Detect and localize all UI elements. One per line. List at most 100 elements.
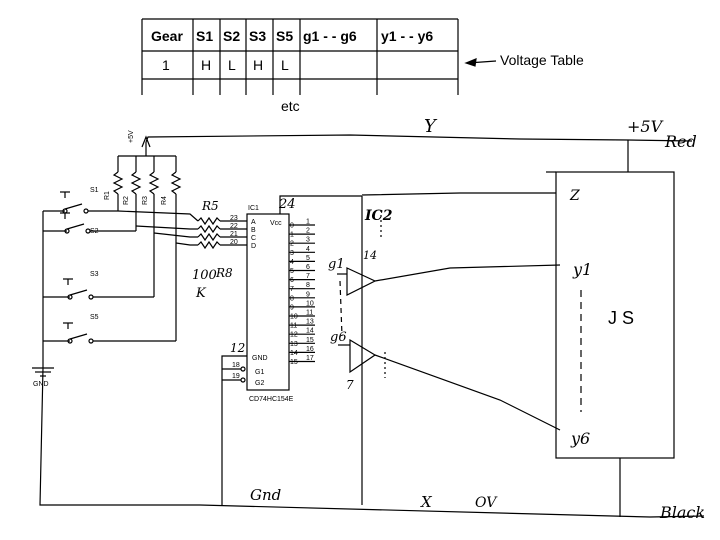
ic1-output-pin-4: 4 <box>306 246 310 253</box>
voltage-table-label: Voltage Table <box>500 52 584 68</box>
red-wire-label: Red <box>664 132 697 151</box>
ic-g2-pin-label: G2 <box>255 380 264 387</box>
ic2-pin-14: 14 <box>363 249 377 262</box>
table-header-s1: S1 <box>196 28 213 44</box>
table-header-s5: S5 <box>276 28 293 44</box>
black-wire-label: Black <box>659 503 705 522</box>
ic1-output-pin-10: 10 <box>306 300 314 307</box>
switch-s1-label: S1 <box>90 187 99 194</box>
ic-input-pin-20: 20 <box>230 239 238 246</box>
ic-input-pin-23: 23 <box>230 215 238 222</box>
ic-input-c: C <box>251 235 256 242</box>
table-header-s3: S3 <box>249 28 266 44</box>
r2-label: R2 <box>123 196 130 205</box>
js-label: J S <box>608 308 634 328</box>
ic1-output-pin-15: 15 <box>306 337 314 344</box>
ic1-pin-18: 18 <box>232 362 240 369</box>
table-header-gear: Gear <box>151 28 183 44</box>
js-connector <box>361 171 675 517</box>
ic1-vcc-feed <box>279 195 362 214</box>
table-etc: etc <box>281 98 300 114</box>
ic-input-lines <box>117 210 247 250</box>
ic-input-a: A <box>251 219 256 226</box>
ic1-output-pin-16: 16 <box>306 346 314 353</box>
table-header-y: y1 - - y6 <box>381 28 433 44</box>
ic1-output-pin-5: 5 <box>306 255 310 262</box>
ic1-output-label-0: 0 <box>290 223 294 230</box>
g6-label: g6 <box>330 330 347 345</box>
x-wire-label: X <box>420 493 433 511</box>
ic1-output-label-6: 6 <box>290 277 294 284</box>
r8-label: R8 <box>215 266 233 280</box>
gnd-label: Gnd <box>250 486 281 504</box>
ic1-outputs: 0112233445566778899101011111312141315141… <box>289 219 315 366</box>
ic1-output-pin-17: 17 <box>306 355 314 362</box>
plus5v-label: +5V <box>627 117 664 136</box>
table-cell-s2: L <box>228 57 236 73</box>
r5-label: R5 <box>201 199 219 213</box>
ic1-output-label-11: 11 <box>290 323 297 330</box>
ic1-ground-enable <box>221 355 247 505</box>
ic1-output-label-3: 3 <box>290 250 294 257</box>
ic-input-pin-22: 22 <box>230 223 238 230</box>
ic1-output-pin-7: 7 <box>306 273 310 280</box>
buffer-6 <box>349 338 377 374</box>
ic2 <box>337 196 561 505</box>
table-header-g: g1 - - g6 <box>303 28 357 44</box>
table-cell-s3: H <box>253 57 263 73</box>
switch-s3-label: S3 <box>90 271 99 278</box>
y-rail <box>141 134 693 172</box>
ic1-output-label-5: 5 <box>290 268 294 275</box>
ic1-output-pin-14: 14 <box>306 328 314 335</box>
g1-label: g1 <box>328 257 345 272</box>
switch-s2 <box>60 212 136 234</box>
ic1-output-label-15: 15 <box>290 359 298 366</box>
ic1-body <box>246 213 290 391</box>
switch-s5 <box>63 322 176 344</box>
ic2-label: IC2 <box>364 208 393 224</box>
ic1-output-pin-9: 9 <box>306 291 310 298</box>
voltage-table-pointer <box>464 58 497 67</box>
ic1-output-label-8: 8 <box>290 295 294 302</box>
resistor-value-k: K <box>195 286 207 301</box>
r3-label: R3 <box>142 196 149 205</box>
ic1-output-pin-1: 1 <box>306 219 310 226</box>
y-rail-label: Y <box>424 116 438 137</box>
ic1-output-pin-8: 8 <box>306 282 310 289</box>
ic1-pin-24: 24 <box>278 197 296 212</box>
ic1-output-label-14: 14 <box>290 350 298 357</box>
ic1-output-pin-3: 3 <box>306 237 310 244</box>
ic-input-d: D <box>251 243 256 250</box>
ic1-output-pin-13: 13 <box>306 319 314 326</box>
table-cell-gear: 1 <box>162 57 170 73</box>
ic1-output-label-7: 7 <box>290 286 294 293</box>
ic1-output-label-4: 4 <box>290 259 294 266</box>
ic1-pin-19: 19 <box>232 373 240 380</box>
gnd-left-label: GND <box>33 381 49 388</box>
table-cell-s1: H <box>201 57 211 73</box>
ic1-output-label-12: 12 <box>290 332 298 339</box>
table-cell-s5: L <box>281 57 289 73</box>
ic1-output-pin-11: 11 <box>306 310 313 317</box>
r1-label: R1 <box>104 191 111 200</box>
buffer-1 <box>346 267 377 296</box>
voltage-table: Gear S1 S2 S3 S5 g1 - - g6 y1 - - y6 1 H… <box>141 18 459 114</box>
ic-input-pin-21: 21 <box>230 231 238 238</box>
switch-s2-label: S2 <box>90 228 99 235</box>
pullup-resistors <box>112 156 182 341</box>
ic1-label: IC1 <box>248 205 259 212</box>
ic-input-b: B <box>251 227 256 234</box>
r4-label: R4 <box>161 196 168 205</box>
resistor-value-100: 100 <box>192 268 217 283</box>
ic1-output-pin-2: 2 <box>306 228 310 235</box>
plus5v-small-label: +5V <box>128 130 135 143</box>
ic2-pin-7: 7 <box>346 378 354 392</box>
ic-g1-pin-label: G1 <box>255 369 264 376</box>
ic1-output-label-2: 2 <box>290 241 294 248</box>
ic1-vcc-label: Vcc <box>270 220 282 227</box>
switch-s3 <box>63 278 154 300</box>
js-z-label: Z <box>569 188 580 204</box>
ic1-output-label-10: 10 <box>290 314 298 321</box>
